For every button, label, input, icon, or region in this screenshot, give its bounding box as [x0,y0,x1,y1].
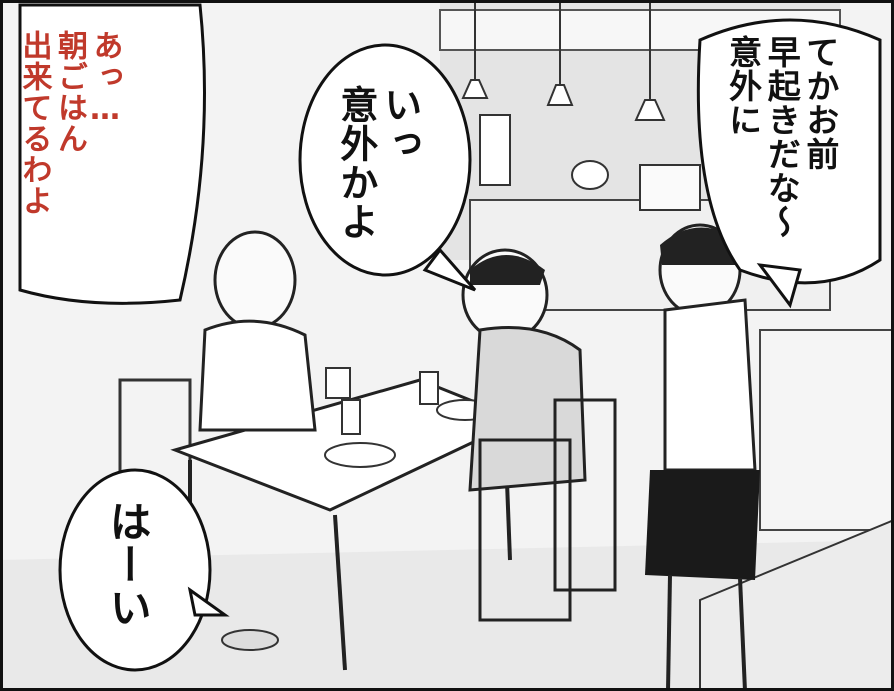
mother-head [213,230,297,330]
father-shirt [663,298,757,472]
dialogue-mother: あっ… 朝ごはん 出来てるわよ [16,30,123,216]
dialogue-line: あっ… [87,30,123,128]
pendant-lamp [634,99,666,121]
pendant-lamp [546,84,574,106]
dialogue-line: はーい [103,500,153,629]
glass [341,399,361,435]
dialogue-line: 朝ごはん [52,30,87,154]
speech-bubble-father [696,18,882,285]
toaster-oven [639,164,701,211]
plate [324,442,396,468]
dialogue-father: てかお前 早起きだな〜 意外に [723,35,840,239]
chair [478,438,572,622]
son-hair [470,255,545,285]
dialogue-line: いっ [377,85,422,163]
speech-bubble-reply [58,468,212,672]
pendant-lamp [461,79,489,99]
chair [553,398,617,592]
dialogue-line: 早起きだな〜 [762,35,802,239]
glass [419,371,439,405]
dialogue-son: いっ 意外かよ [333,85,422,241]
mother-body [198,319,317,432]
speech-bubble-son [298,43,472,277]
dialogue-line: 意外かよ [333,85,378,241]
dialogue-line: 意外に [723,35,763,137]
dialogue-reply: はーい [103,500,153,629]
speech-bubble-mother [18,3,206,305]
sofa [699,518,894,691]
mug [325,367,351,399]
floor-object [221,629,279,651]
son-body [468,326,587,492]
side-counter [759,329,894,531]
father-shorts [645,470,760,580]
dialogue-line: てかお前 [800,35,840,171]
kettle [571,160,609,190]
dialogue-line: 出来てるわよ [16,30,52,216]
coffee-maker [479,114,511,186]
